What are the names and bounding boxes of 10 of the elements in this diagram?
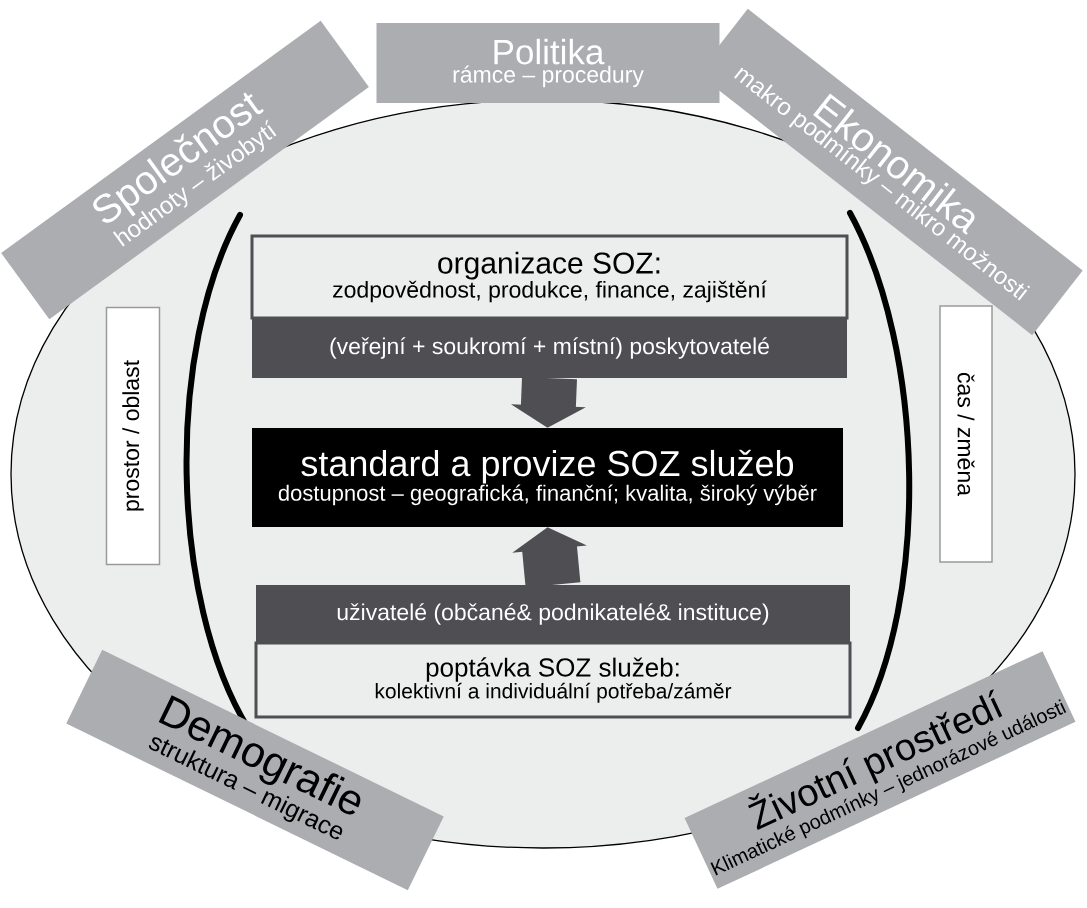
standard-box: standard a provize SOZ služeb dostupnost – geografická, finanční; kvalita, široký výběr: [252, 428, 843, 527]
demand-box: poptávka SOZ služeb: kolektivní a individuální potřeba/záměr: [254, 641, 852, 719]
users-band: uživatelé (občané& podnikatelé& instituce): [256, 585, 850, 643]
factor-band: Politika rámce – procedury: [376, 23, 720, 103]
node-label: rámce – procedury: [453, 65, 644, 88]
organization-box: organizace SOZ: zodpovědnost, produkce, finance, zajištění: [250, 234, 849, 320]
dimension-box: prostor / oblast: [105, 306, 161, 566]
dimension-box: čas / změna: [939, 305, 993, 563]
node-label: Politika: [494, 38, 605, 65]
providers-band: (veřejní + soukromí + místní) poskytovatelé: [252, 318, 847, 378]
